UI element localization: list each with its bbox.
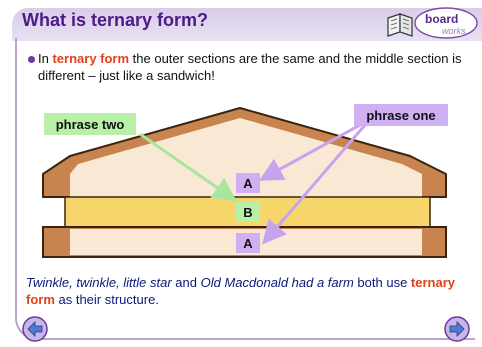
prev-button[interactable] (22, 316, 48, 342)
bullet-icon (28, 56, 35, 63)
phrase-one-label: phrase one (366, 108, 435, 123)
phrase-two-label: phrase two (56, 117, 125, 132)
song-twinkle: Twinkle, twinkle, little star (26, 275, 172, 290)
song-macdonald: Old Macdonald had a farm (200, 275, 354, 290)
left-arrow-icon (27, 321, 43, 337)
bullet-text: In ternary form the outer sections are t… (38, 51, 462, 83)
svg-text:board: board (425, 12, 458, 26)
letter-a-top: A (243, 176, 253, 191)
svg-text:works: works (442, 26, 466, 36)
phrase-two-label-bg (44, 113, 136, 135)
next-button[interactable] (444, 316, 470, 342)
right-arrow-icon (449, 321, 465, 337)
top-bread (70, 118, 422, 197)
arrow-phrase-one-bottom (262, 124, 367, 245)
letter-b: B (243, 205, 252, 220)
ternary-form-term: ternary form (52, 51, 130, 66)
letter-a-top-box (236, 173, 260, 193)
letter-a-bottom-box (236, 233, 260, 253)
ternary-form-term-2: ternary form (26, 275, 455, 307)
arrow-phrase-two (139, 132, 237, 202)
slide-frame (15, 38, 475, 340)
bottom-text: Twinkle, twinkle, little star and Old Ma… (26, 275, 455, 307)
slide-title: What is ternary form? (22, 10, 209, 30)
arrow-phrase-one-top (258, 123, 361, 181)
letter-b-box (236, 202, 260, 222)
letter-a-bottom: A (243, 236, 253, 251)
boardworks-logo: board works (387, 7, 478, 39)
phrase-one-label-bg (354, 104, 448, 126)
book-icon (387, 13, 413, 37)
